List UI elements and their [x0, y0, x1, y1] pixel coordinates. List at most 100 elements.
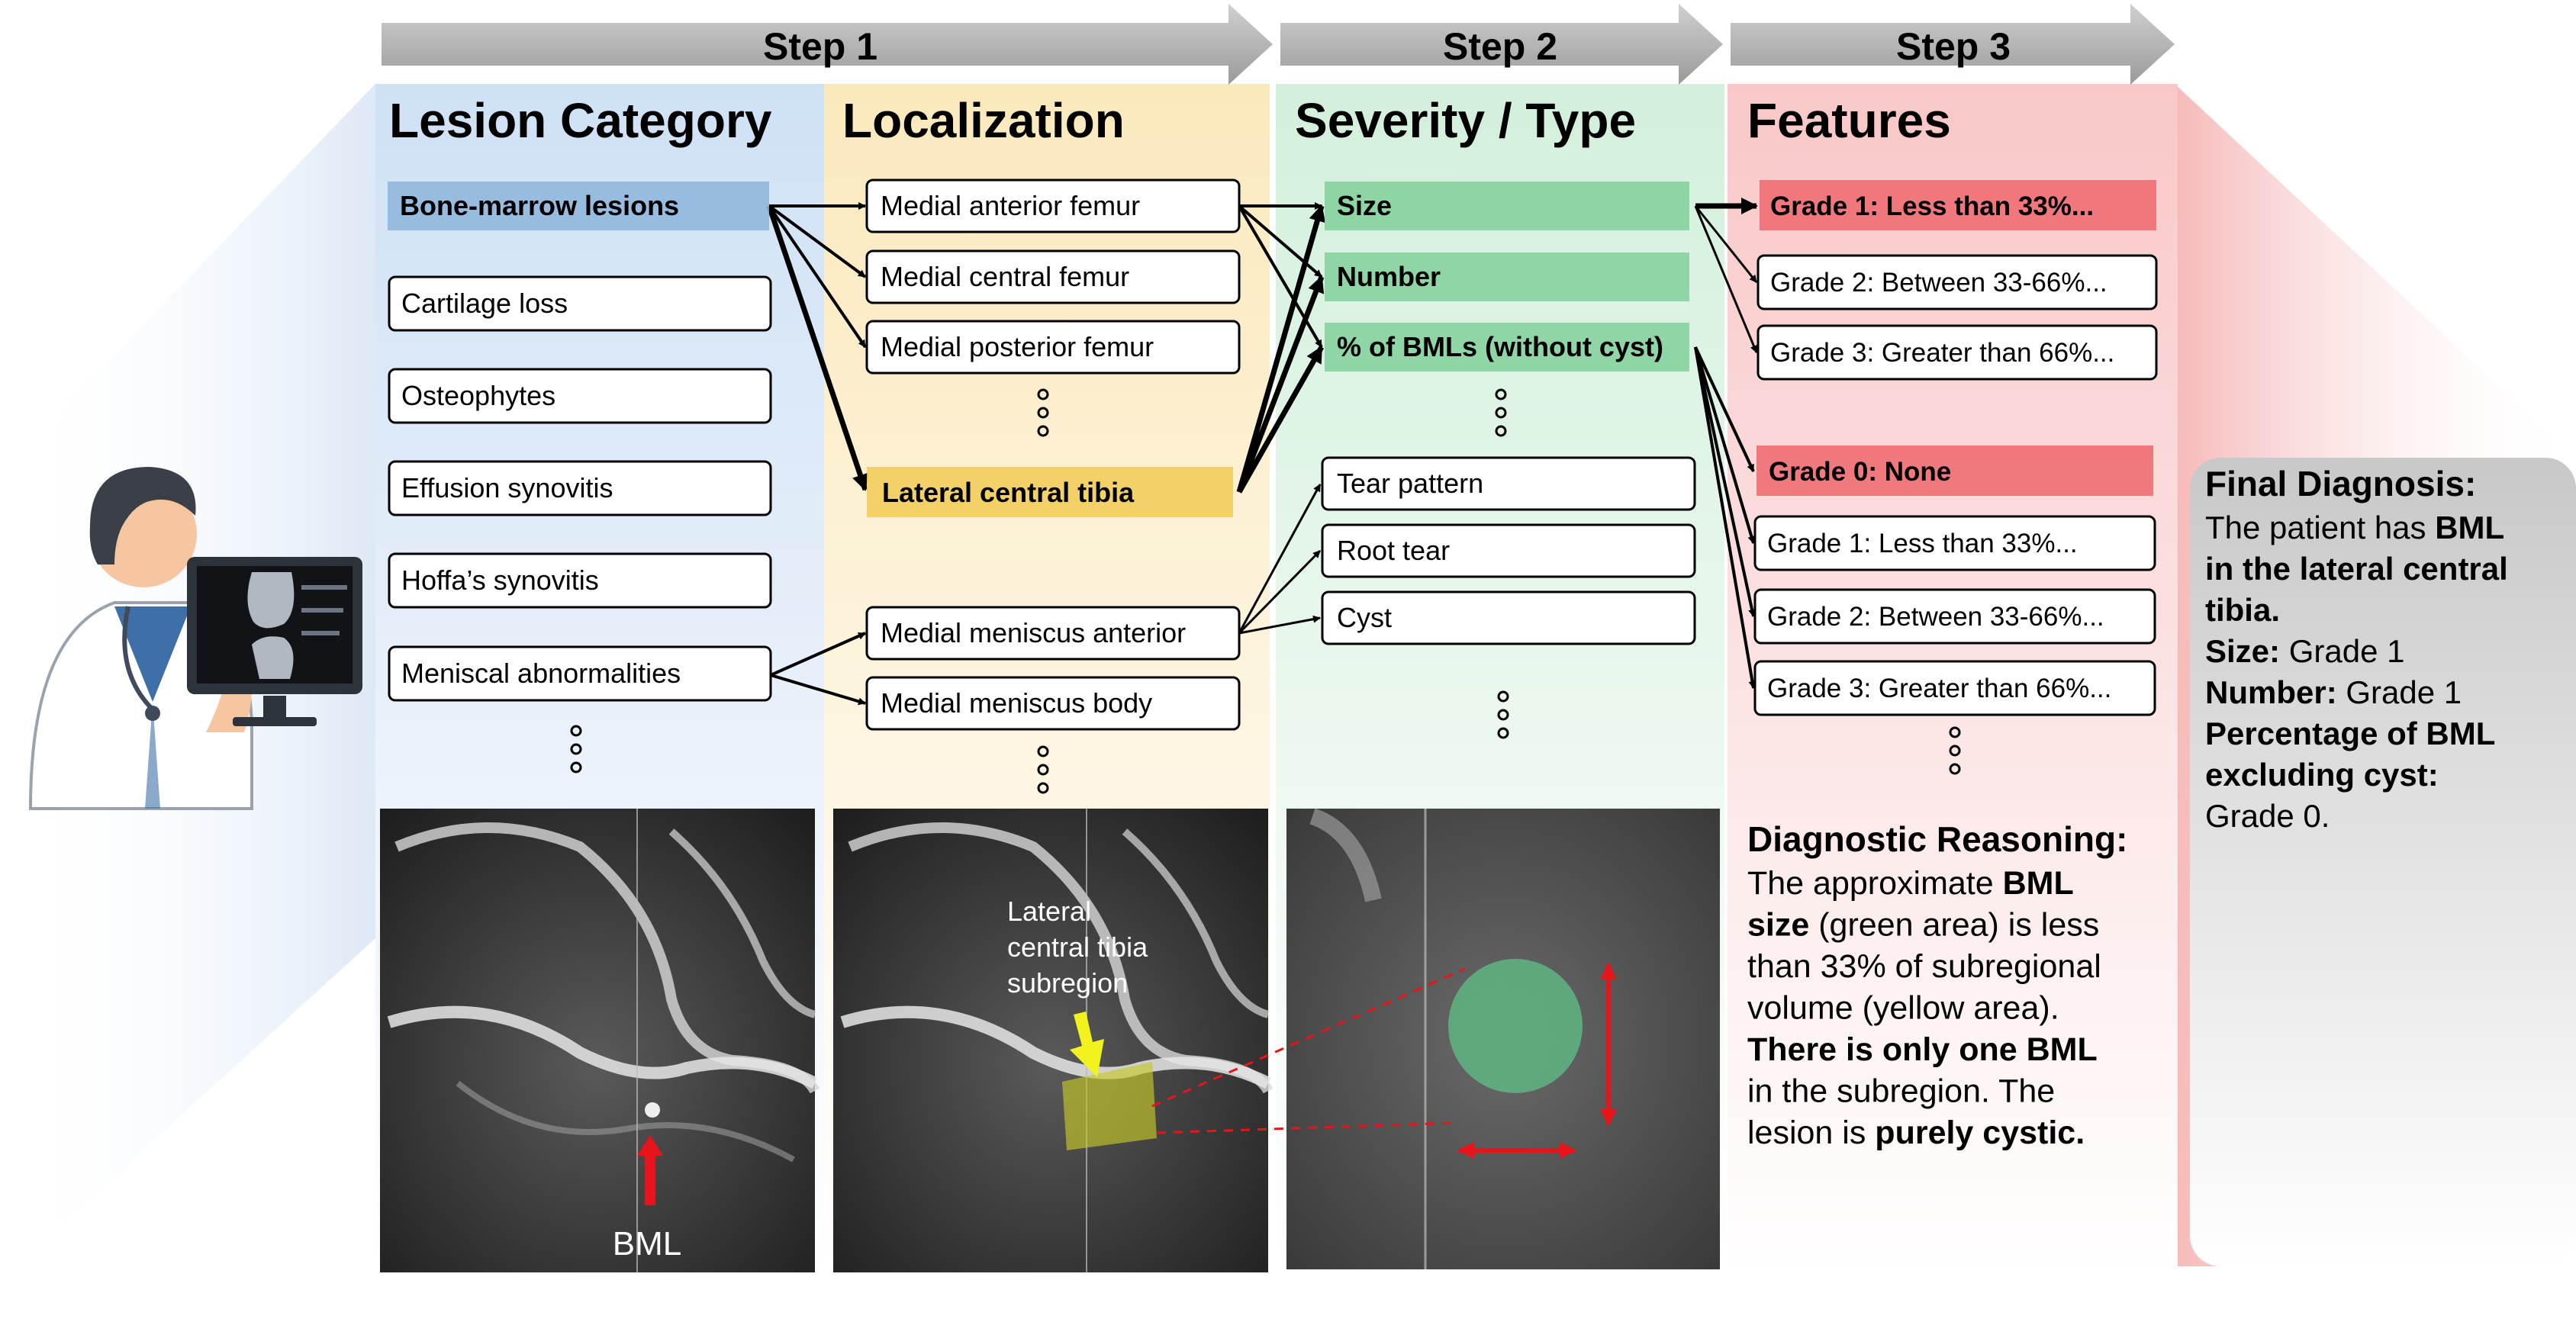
subregion-arrow-icon — [1070, 1012, 1104, 1077]
loc-item-medial-meniscus-body[interactable]: Medial meniscus body — [865, 676, 1241, 731]
bml-image-label: BML — [613, 1225, 681, 1262]
mri-image-bml: BML — [380, 809, 820, 1272]
knee-xray-icon — [247, 572, 347, 679]
feature-label: Grade 1: Less than 33%... — [1770, 191, 2094, 221]
loc-item-label: Medial posterior femur — [881, 331, 1154, 362]
bone-marrow-lesions-box[interactable]: Bone-marrow lesions — [388, 182, 769, 230]
text-run: purely cystic. — [1875, 1115, 2085, 1151]
feature-group1-grade2[interactable]: Grade 2: Between 33-66%... — [1757, 254, 2158, 310]
text-run: Percentage of BML — [2205, 716, 2495, 751]
text-run: The patient has — [2205, 510, 2435, 545]
severity-item-root-tear[interactable]: Root tear — [1321, 523, 1696, 578]
severity-item-label: Number — [1337, 261, 1441, 292]
text-run: (green area) is less — [1809, 907, 2099, 944]
lateral-central-tibia-box[interactable]: Lateral central tibia — [867, 467, 1233, 517]
lesion-item-label: Osteophytes — [401, 380, 555, 411]
text-run: than 33% of subregional — [1747, 948, 2101, 985]
severity-item-number[interactable]: Number — [1325, 252, 1689, 301]
severity-item-label: Root tear — [1337, 535, 1450, 566]
bml-lesion-highlight — [1448, 959, 1583, 1093]
step-2-label: Step 2 — [1443, 25, 1557, 68]
step-3-label: Step 3 — [1896, 25, 2011, 68]
severity-top-ellipsis — [1495, 388, 1507, 437]
loc-top-ellipsis — [1037, 388, 1049, 437]
subregion-label-line: subregion — [1007, 967, 1128, 999]
severity-bottom-ellipsis — [1497, 690, 1509, 739]
severity-item-label: Size — [1337, 190, 1392, 221]
text-run: BML — [2003, 865, 2074, 902]
loc-item-label: Medial central femur — [881, 261, 1129, 292]
loc-item-label: Medial meniscus anterior — [881, 617, 1186, 648]
mri-image-zoom — [1286, 808, 1720, 1269]
lesion-item-meniscal-abnormalities[interactable]: Meniscal abnormalities — [388, 645, 772, 702]
text-run: in the lateral central — [2205, 551, 2508, 587]
zoom-guide-line — [1151, 967, 1466, 1108]
localization-title: Localization — [842, 93, 1125, 148]
text-run: volume (yellow area). — [1747, 990, 2059, 1027]
bone-marrow-lesions-label: Bone-marrow lesions — [400, 190, 679, 221]
reasoning-heading: Diagnostic Reasoning: — [1747, 819, 2127, 859]
loc-item-medial-central-femur[interactable]: Medial central femur — [865, 249, 1241, 304]
lesion-item-label: Effusion synovitis — [401, 472, 613, 503]
lesion-item-osteophytes[interactable]: Osteophytes — [388, 368, 772, 424]
severity-item-label: Cyst — [1337, 602, 1392, 633]
lesion-item-label: Hoffa’s synovitis — [401, 565, 599, 596]
lesion-item-hoffas-synovitis[interactable]: Hoffa’s synovitis — [388, 552, 772, 609]
feature-grade1-selected[interactable]: Grade 1: Less than 33%... — [1760, 180, 2156, 230]
feature-group1-grade3[interactable]: Grade 3: Greater than 66%... — [1757, 324, 2158, 381]
feature-group2-grade2[interactable]: Grade 2: Between 33-66%... — [1753, 588, 2156, 645]
subregion-label-line: central tibia — [1007, 931, 1148, 963]
loc-item-medial-anterior-femur[interactable]: Medial anterior femur — [865, 179, 1241, 233]
final-diagnosis-heading: Final Diagnosis: — [2205, 464, 2476, 503]
severity-item-size[interactable]: Size — [1325, 182, 1689, 230]
feature-label: Grade 2: Between 33-66%... — [1770, 268, 2107, 298]
feature-label: Grade 1: Less than 33%... — [1767, 529, 2078, 558]
text-run: tibia. — [2205, 592, 2280, 628]
lesion-item-label: Cartilage loss — [401, 288, 568, 319]
subregion-highlight — [1062, 1062, 1157, 1150]
text-run: The approximate — [1747, 865, 2003, 902]
lesion-item-label: Meniscal abnormalities — [401, 658, 681, 689]
subregion-label-line: Lateral — [1007, 896, 1091, 927]
text-run: Number: — [2205, 674, 2337, 710]
feature-group2-grade3[interactable]: Grade 3: Greater than 66%... — [1753, 660, 2156, 716]
lateral-central-tibia-label: Lateral central tibia — [882, 477, 1135, 508]
bml-arrow-icon — [637, 1135, 663, 1205]
lesion-item-effusion-synovitis[interactable]: Effusion synovitis — [388, 460, 772, 516]
text-run: There is only one BML — [1747, 1031, 2098, 1068]
text-run: size — [1747, 907, 1809, 944]
text-run: lesion is — [1747, 1115, 1875, 1151]
text-run: Grade 0. — [2205, 798, 2330, 834]
mri-image-subregion: Lateral central tibia subregion — [833, 809, 1274, 1272]
severity-item-label: Tear pattern — [1337, 468, 1483, 499]
lesion-item-cartilage-loss[interactable]: Cartilage loss — [388, 275, 772, 332]
text-run: in the subregion. The — [1747, 1073, 2055, 1110]
loc-item-medial-posterior-femur[interactable]: Medial posterior femur — [865, 320, 1241, 375]
loc-item-medial-meniscus-anterior[interactable]: Medial meniscus anterior — [865, 606, 1241, 661]
feature-label: Grade 2: Between 33-66%... — [1767, 602, 2104, 632]
lesion-more-ellipsis — [570, 725, 582, 774]
monitor-icon — [187, 557, 362, 726]
lesion-category-title: Lesion Category — [389, 93, 772, 148]
feature-grade0-selected[interactable]: Grade 0: None — [1757, 445, 2153, 496]
loc-item-label: Medial anterior femur — [881, 190, 1140, 221]
feature-label: Grade 3: Greater than 66%... — [1770, 338, 2114, 368]
feature-group2-grade1[interactable]: Grade 1: Less than 33%... — [1753, 515, 2156, 571]
step-3-arrow: Step 3 — [1731, 4, 2175, 85]
step-2-arrow: Step 2 — [1280, 4, 1723, 85]
severity-item-cyst[interactable]: Cyst — [1321, 590, 1696, 645]
severity-item-percent-bml[interactable]: % of BMLs (without cyst) — [1325, 323, 1689, 372]
text-run: excluding cyst: — [2205, 757, 2439, 793]
connectors — [766, 198, 1758, 706]
loc-bottom-ellipsis — [1037, 745, 1049, 794]
severity-item-tear-pattern[interactable]: Tear pattern — [1321, 456, 1696, 511]
severity-item-label: % of BMLs (without cyst) — [1337, 331, 1663, 362]
diagnostic-reasoning: Diagnostic Reasoning: The approximate BM… — [1747, 819, 2127, 1151]
loc-item-label: Medial meniscus body — [881, 687, 1152, 719]
features-bottom-ellipsis — [1949, 726, 1961, 775]
text-run: Grade 1 — [2280, 633, 2404, 669]
